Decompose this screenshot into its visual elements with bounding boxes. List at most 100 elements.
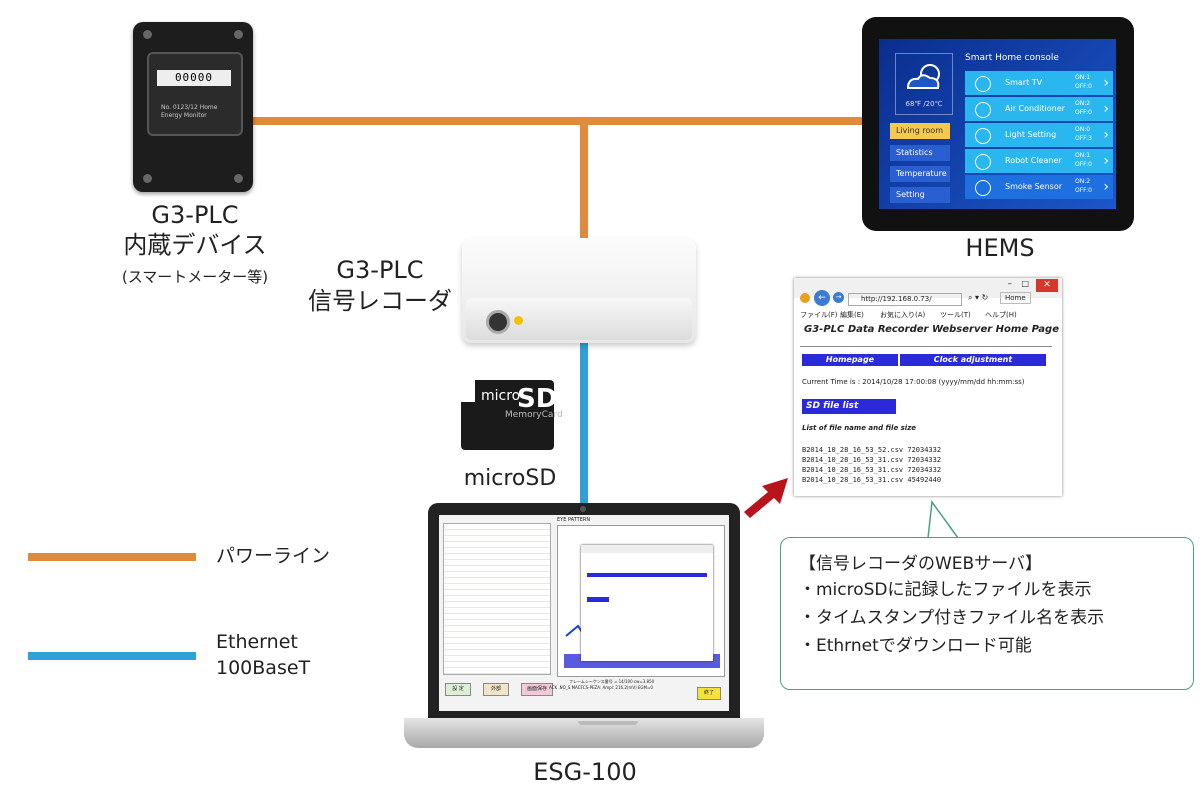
- tv-icon: [975, 76, 991, 92]
- laptop-screen: EYE PATTERN 設 定 外部 画面保存 終了 フレームシーケンス番号 =…: [439, 515, 729, 711]
- sd-file-list-button[interactable]: SD file list: [802, 399, 896, 414]
- inner-titlebar: [581, 545, 713, 553]
- inner-nav-bar: [587, 573, 707, 577]
- recorder-label-line1: G3-PLC: [336, 256, 424, 284]
- camera-icon: [580, 506, 586, 512]
- external-button[interactable]: 外部: [483, 683, 509, 696]
- device-name: Air Conditioner: [1005, 104, 1065, 113]
- temperature-text: 68℉ /20℃: [905, 100, 943, 108]
- menu-tools[interactable]: ツール(T): [940, 311, 971, 319]
- tablet-screen: 68℉ /20℃ Smart Home console Living room …: [879, 39, 1116, 209]
- menu-help[interactable]: ヘルプ(H): [985, 311, 1017, 319]
- card-notch: [461, 380, 475, 402]
- legend-power-swatch: [28, 553, 196, 561]
- device-name: Light Setting: [1005, 130, 1057, 139]
- file-row[interactable]: B2014_10_28_16_53_31.csv 45492440: [802, 476, 942, 484]
- legend-ethernet-label-2: 100BaseT: [216, 657, 311, 679]
- close-icon[interactable]: ✕: [1036, 279, 1058, 292]
- chevron-right-icon: ›: [1103, 127, 1109, 143]
- status-line-2: ACK .NO_S.MACFCS-PEZA: Ampl: 216.2(mV) E…: [549, 685, 653, 690]
- save-screen-button[interactable]: 画面保存: [521, 683, 553, 696]
- log-list: [443, 523, 551, 675]
- inner-sd-bar: [587, 597, 609, 602]
- legend-power-label: パワーライン: [216, 545, 331, 567]
- esg-laptop: EYE PATTERN 設 定 外部 画面保存 終了 フレームシーケンス番号 =…: [404, 503, 764, 748]
- menu-file[interactable]: ファイル(F): [800, 311, 838, 319]
- callout-title: 【信号レコーダのWEBサーバ】: [799, 554, 1043, 574]
- meter-text: No. 0123/12 Home Energy Monitor: [161, 104, 218, 119]
- device-name: Smart TV: [1005, 78, 1043, 87]
- address-bar: ← → http://192.168.0.73/ ⌕ ▾ ↻ Home: [800, 290, 1056, 307]
- search-icon[interactable]: ⌕ ▾ ↻: [968, 293, 989, 302]
- hems-tablet: 68℉ /20℃ Smart Home console Living room …: [862, 17, 1134, 231]
- esg-label: ESG-100: [533, 758, 637, 786]
- weather-icon: [906, 64, 940, 89]
- forward-icon[interactable]: →: [833, 292, 844, 303]
- callout-item: ・microSDに記録したファイルを表示: [799, 580, 1092, 600]
- maximize-icon[interactable]: □: [1021, 279, 1029, 288]
- meter-digits: 00000: [157, 70, 231, 86]
- back-icon[interactable]: ←: [814, 290, 830, 306]
- menu-setting[interactable]: Setting: [890, 187, 950, 203]
- meter-window: 00000 No. 0123/12 Home Energy Monitor: [147, 52, 243, 136]
- exit-button[interactable]: 終了: [697, 687, 721, 700]
- screw-icon: [143, 174, 152, 183]
- menu-living-room[interactable]: Living room: [890, 123, 950, 139]
- laptop-notch: [578, 721, 638, 725]
- arrow-icon: [744, 478, 788, 518]
- meter-label-line2: 内蔵デバイス: [123, 231, 267, 259]
- sd-brand: micro: [481, 388, 521, 404]
- weather-panel: 68℉ /20℃: [895, 53, 953, 115]
- url-input[interactable]: http://192.168.0.73/: [848, 293, 962, 306]
- device-name: Smoke Sensor: [1005, 182, 1062, 191]
- meter-label-line1: G3-PLC: [151, 201, 239, 229]
- menu-temperature[interactable]: Temperature: [890, 166, 950, 182]
- microsd-label: microSD: [463, 466, 557, 491]
- status-line-1: フレームシーケンス番号 = 14/100 cw=3.850: [569, 679, 655, 684]
- recorder-label-line2: 信号レコーダ: [308, 287, 452, 315]
- page-title: G3-PLC Data Recorder Webserver Home Page: [804, 324, 1059, 335]
- laptop-base: [404, 718, 764, 748]
- screw-icon: [234, 174, 243, 183]
- snowflake-icon: [975, 102, 991, 118]
- menu-favorites[interactable]: お気に入り(A): [880, 311, 926, 319]
- browser-menubar: ファイル(F) 編集(E) お気に入り(A) ツール(T) ヘルプ(H): [800, 310, 1056, 320]
- robot-icon: [975, 154, 991, 170]
- settings-button[interactable]: 設 定: [445, 683, 471, 696]
- minimize-icon[interactable]: –: [1007, 279, 1013, 289]
- menu-edit[interactable]: 編集(E): [840, 311, 864, 319]
- smart-meter: 00000 No. 0123/12 Home Energy Monitor: [133, 22, 253, 192]
- file-row[interactable]: B2014_10_28_16_53_31.csv 72034332: [802, 466, 942, 474]
- callout-item: ・Ethrnetでダウンロード可能: [799, 636, 1032, 656]
- device-status: ON:0 OFF:3: [1075, 126, 1092, 142]
- microsd-card: micro SD MemoryCard: [461, 380, 563, 450]
- chevron-right-icon: ›: [1103, 179, 1109, 195]
- device-air-conditioner[interactable]: Air Conditioner ON:2 OFF:0 ›: [965, 97, 1113, 121]
- device-status: ON:1 OFF:0: [1075, 74, 1092, 90]
- bulb-icon: [975, 128, 991, 144]
- browser-window: – □ ✕ ← → http://192.168.0.73/ ⌕ ▾ ↻ Hom…: [794, 278, 1062, 496]
- tab-home[interactable]: Home: [1000, 292, 1031, 304]
- menu-statistics[interactable]: Statistics: [890, 145, 950, 161]
- device-status: ON:2 OFF:0: [1075, 100, 1092, 116]
- divider: [800, 346, 1052, 347]
- screw-icon: [234, 30, 243, 39]
- homepage-button[interactable]: Homepage: [802, 354, 898, 366]
- file-row[interactable]: B2014_10_28_16_53_52.csv 72034332: [802, 446, 942, 454]
- powerline-horizontal: [250, 117, 866, 125]
- chart-title: EYE PATTERN: [557, 517, 591, 523]
- screw-icon: [143, 30, 152, 39]
- device-name: Robot Cleaner: [1005, 156, 1062, 165]
- device-light-setting[interactable]: Light Setting ON:0 OFF:3 ›: [965, 123, 1113, 147]
- chevron-right-icon: ›: [1103, 101, 1109, 117]
- device-status: ON:1 OFF:0: [1075, 152, 1092, 168]
- sd-logo: SD: [517, 384, 558, 414]
- file-row[interactable]: B2014_10_28_16_53_31.csv 72034332: [802, 456, 942, 464]
- callout-item: ・タイムスタンプ付きファイル名を表示: [799, 608, 1105, 628]
- webserver-callout: 【信号レコーダのWEBサーバ】 ・microSDに記録したファイルを表示 ・タイ…: [780, 537, 1194, 690]
- clock-adjustment-button[interactable]: Clock adjustment: [900, 354, 1046, 366]
- console-title: Smart Home console: [965, 53, 1059, 63]
